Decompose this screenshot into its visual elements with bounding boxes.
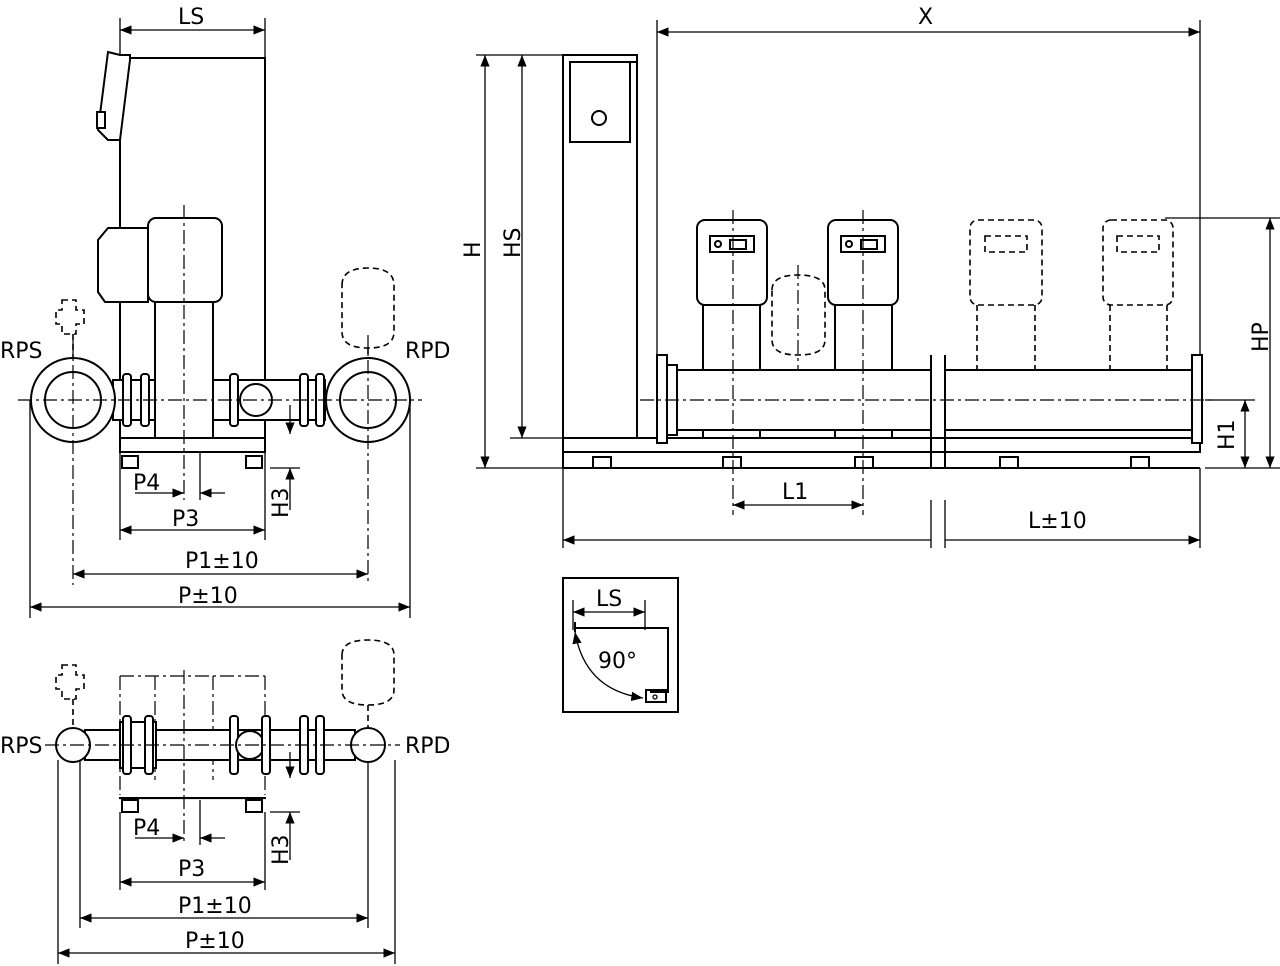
h-label: H xyxy=(461,241,486,258)
pressure-valve xyxy=(55,299,85,335)
l1-label: L1 xyxy=(782,480,808,505)
top-p4-label: P4 xyxy=(133,816,160,841)
l-label: L±10 xyxy=(1028,509,1087,534)
x-label: X xyxy=(918,5,933,30)
hp-label: HP xyxy=(1249,322,1274,352)
inset-ls-label: LS xyxy=(596,587,622,612)
rpd-label: RPD xyxy=(405,339,451,364)
pump-1 xyxy=(696,219,768,306)
top-p1-label: P1±10 xyxy=(178,894,252,919)
ls-label: LS xyxy=(178,5,204,30)
control-cabinet-side xyxy=(562,54,638,439)
p-label: P±10 xyxy=(178,584,238,609)
optional-pump-3 xyxy=(969,219,1043,306)
hs-label: HS xyxy=(501,227,526,258)
expansion-tank xyxy=(341,267,395,349)
top-h3-label: H3 xyxy=(269,834,294,865)
rps-label: RPS xyxy=(0,339,43,364)
p4-label: P4 xyxy=(133,471,160,496)
motor-terminal-box xyxy=(97,227,149,303)
top-rps-label: RPS xyxy=(0,734,43,759)
front-view: LS P4 xyxy=(0,5,451,618)
base-plate xyxy=(119,437,266,453)
top-p3-label: P3 xyxy=(178,857,205,882)
top-p-label: P±10 xyxy=(185,929,245,954)
optional-pump-4 xyxy=(1102,219,1174,306)
h1-label: H1 xyxy=(1215,419,1240,450)
p3-label: P3 xyxy=(172,507,199,532)
p1-label: P1±10 xyxy=(185,549,259,574)
h3-label: H3 xyxy=(269,487,294,518)
inset-angle-label: 90° xyxy=(598,649,637,674)
top-view: P4 P3 H3 P1±10 P±10 RPS RPD xyxy=(0,639,451,964)
motor xyxy=(147,217,223,303)
expansion-tank-side xyxy=(771,274,826,356)
side-view: X H HS xyxy=(461,5,1280,548)
top-rpd-label: RPD xyxy=(405,734,451,759)
door-opening-inset: LS 90° xyxy=(562,577,679,713)
